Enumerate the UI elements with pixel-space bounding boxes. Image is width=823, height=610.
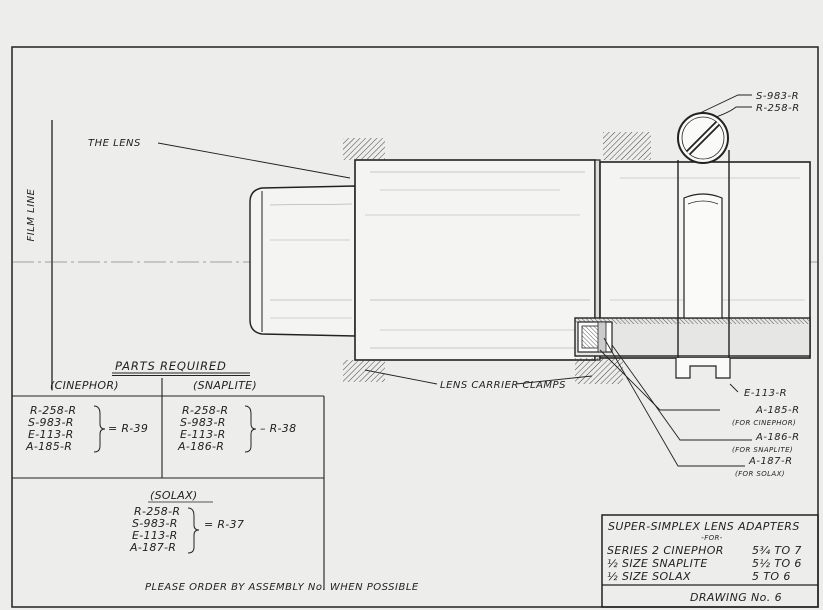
film-line-label: FILM LINE [26, 188, 37, 241]
callout-top-2: R-258-R [756, 103, 800, 114]
group-name-solax: (SOLAX) [150, 489, 198, 502]
title-row-range: 5¾ TO 7 [752, 544, 802, 557]
callout-right-part: E-113-R [744, 388, 787, 399]
part-item: R-258-R [30, 404, 76, 417]
parts-required-heading: PARTS REQUIRED [115, 359, 227, 373]
part-item: E-113-R [132, 529, 178, 542]
part-item: S-983-R [180, 416, 226, 429]
part-item: A-186-R [177, 440, 224, 453]
title-row-range: 5 TO 6 [752, 570, 791, 583]
title-row-series: SERIES 2 CINEPHOR [607, 544, 724, 557]
right-callouts: E-113-R A-185-R (FOR CINEPHOR) A-186-R (… [732, 388, 800, 478]
title-block-subtitle: -FOR- [701, 534, 723, 542]
title-row-range: 5½ TO 6 [752, 557, 802, 570]
part-item: E-113-R [28, 428, 74, 441]
group-result: = R-39 [108, 422, 148, 435]
part-item: R-258-R [182, 404, 228, 417]
drawing-border [11, 46, 819, 608]
part-item: S-983-R [132, 517, 178, 530]
leader-lines [157, 94, 752, 467]
group-name-cinephor: (CINEPHOR) [50, 379, 119, 392]
lens-main-body [354, 159, 596, 361]
title-block: SUPER-SIMPLEX LENS ADAPTERS -FOR- SERIES… [601, 514, 819, 608]
title-block-title: SUPER-SIMPLEX LENS ADAPTERS [608, 520, 800, 533]
callout-right-note: (FOR SOLAX) [735, 470, 785, 478]
drawing-number: DRAWING No. 6 [690, 591, 782, 604]
callout-right-part: A-187-R [748, 456, 793, 467]
title-row-series: ½ SIZE SNAPLITE [607, 557, 708, 570]
parts-required-table: PARTS REQUIRED (CINEPHOR) R-258-R S-983-… [12, 359, 325, 590]
the-lens-label: THE LENS [88, 138, 141, 149]
callout-top-1: S-983-R [756, 91, 799, 102]
callout-right-part: A-185-R [755, 405, 800, 416]
film-line: FILM LINE [26, 120, 53, 390]
lens-rear-barrel [249, 185, 356, 337]
part-item: A-187-R [129, 541, 176, 554]
group-result: – R-38 [260, 422, 296, 435]
group-result: = R-37 [204, 518, 244, 531]
callout-right-note: (FOR SNAPLITE) [732, 446, 793, 454]
part-item: R-258-R [134, 505, 180, 518]
callout-right-note: (FOR CINEPHOR) [732, 419, 796, 427]
group-name-snaplite: (SNAPLITE) [193, 379, 257, 392]
part-item: A-185-R [25, 440, 72, 453]
callout-right-part: A-186-R [755, 432, 800, 443]
title-row-series: ½ SIZE SOLAX [607, 570, 691, 583]
footer-note: PLEASE ORDER BY ASSEMBLY No. WHEN POSSIB… [145, 582, 419, 593]
clamp-screw-icon [677, 112, 729, 164]
part-item: S-983-R [28, 416, 74, 429]
lens-carrier-clamp-blocks [343, 132, 651, 384]
lens-carrier-clamps-label: LENS CARRIER CLAMPS [440, 380, 566, 391]
part-item: E-113-R [180, 428, 226, 441]
clamp-strap [675, 150, 731, 379]
